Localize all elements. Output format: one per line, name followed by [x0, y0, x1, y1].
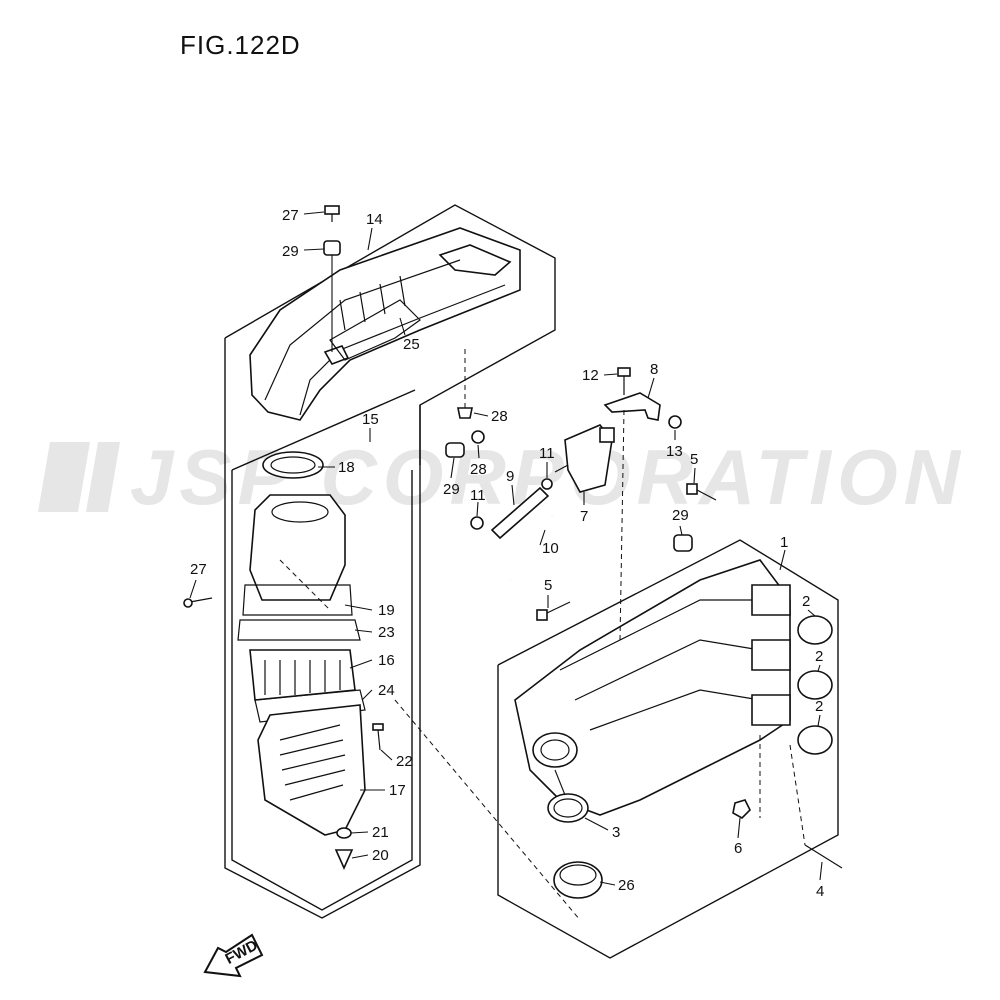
callout-8: 8 [650, 361, 658, 378]
filter-frame-24 [254, 689, 366, 723]
grommet-29-right [673, 534, 693, 552]
airbox-upper-19 [242, 494, 353, 616]
nut-13 [668, 415, 682, 429]
callout-18: 18 [338, 459, 355, 476]
bolt-27-top [324, 205, 340, 222]
callout-21: 21 [372, 824, 389, 841]
callout-23: 23 [378, 624, 395, 641]
clamp-11-b [470, 516, 484, 530]
grommet-29-top [323, 240, 341, 352]
callout-2-a: 2 [802, 593, 810, 610]
fwd-arrow: FWD [203, 933, 264, 978]
screw-22 [372, 723, 384, 751]
group-box-airbox-top [231, 389, 416, 471]
top-cover-part-14 [249, 227, 521, 421]
assembly-line [789, 744, 806, 846]
gasket-2-b [797, 670, 833, 700]
callout-14: 14 [366, 211, 383, 228]
bolt-27-side [183, 597, 213, 608]
bracket-8 [603, 392, 661, 421]
ring-3 [547, 793, 589, 823]
gasket-2-a [797, 615, 833, 645]
drain-20 [334, 849, 354, 870]
clip-21 [336, 827, 352, 839]
callout-2-b: 2 [815, 648, 823, 665]
callout-29-top: 29 [282, 243, 299, 260]
collar-28-a [457, 345, 473, 419]
solenoid-valve-7 [554, 424, 615, 493]
callout-19: 19 [378, 602, 395, 619]
leader-lines [189, 211, 823, 886]
callout-13: 13 [666, 443, 683, 460]
callout-2-c: 2 [815, 698, 823, 715]
grommet-29-mid [445, 442, 465, 458]
bolt-12 [617, 367, 631, 395]
cover-inner-part-25 [329, 299, 421, 361]
callout-5-upper: 5 [690, 451, 698, 468]
callout-16: 16 [378, 652, 395, 669]
assembly-line [619, 409, 625, 641]
callout-12: 12 [582, 367, 599, 384]
bolt-5-lower [536, 601, 571, 621]
callout-6: 6 [734, 840, 742, 857]
callout-26: 26 [618, 877, 635, 894]
clamp-11-a [541, 478, 553, 490]
callout-27-side: 27 [190, 561, 207, 578]
callout-10: 10 [542, 540, 559, 557]
callout-20: 20 [372, 847, 389, 864]
group-box-airbox-inner [231, 470, 413, 911]
assembly-line [394, 699, 581, 921]
seal-ring-18 [262, 451, 324, 479]
callout-25: 25 [403, 336, 420, 353]
hose-10 [506, 514, 554, 581]
callout-27-top: 27 [282, 207, 299, 224]
group-box-manifold [497, 539, 839, 959]
callout-29-right: 29 [672, 507, 689, 524]
callout-22: 22 [396, 753, 413, 770]
gasket-2-c [797, 725, 833, 755]
assembly-line [279, 559, 331, 611]
intake-manifold-part-1 [514, 559, 791, 816]
callout-24: 24 [378, 682, 395, 699]
callout-28-a: 28 [491, 408, 508, 425]
callout-labels: 27 14 29 25 15 28 28 29 18 12 8 13 11 9 … [190, 207, 824, 900]
callout-5-lower: 5 [544, 577, 552, 594]
callout-11-a: 11 [539, 445, 555, 462]
callout-1: 1 [780, 534, 788, 551]
stud-4 [804, 844, 843, 869]
figure-title: FIG.122D [180, 30, 301, 60]
callout-29-mid: 29 [443, 481, 460, 498]
callout-9: 9 [506, 468, 514, 485]
nut-6 [732, 799, 751, 819]
callout-7: 7 [580, 508, 588, 525]
group-box-airbox [224, 338, 421, 919]
callout-15: 15 [362, 411, 379, 428]
hose-9 [490, 486, 550, 540]
bolt-5-upper [686, 483, 717, 501]
callout-28-b: 28 [470, 461, 487, 478]
gasket-23 [237, 619, 361, 641]
seal-26 [553, 861, 603, 899]
callout-17: 17 [389, 782, 406, 799]
callout-11-b: 11 [470, 487, 486, 504]
callout-3: 3 [612, 824, 620, 841]
collar-28-b [471, 430, 485, 444]
airbox-lower-17 [257, 704, 366, 836]
callout-4: 4 [816, 883, 824, 900]
